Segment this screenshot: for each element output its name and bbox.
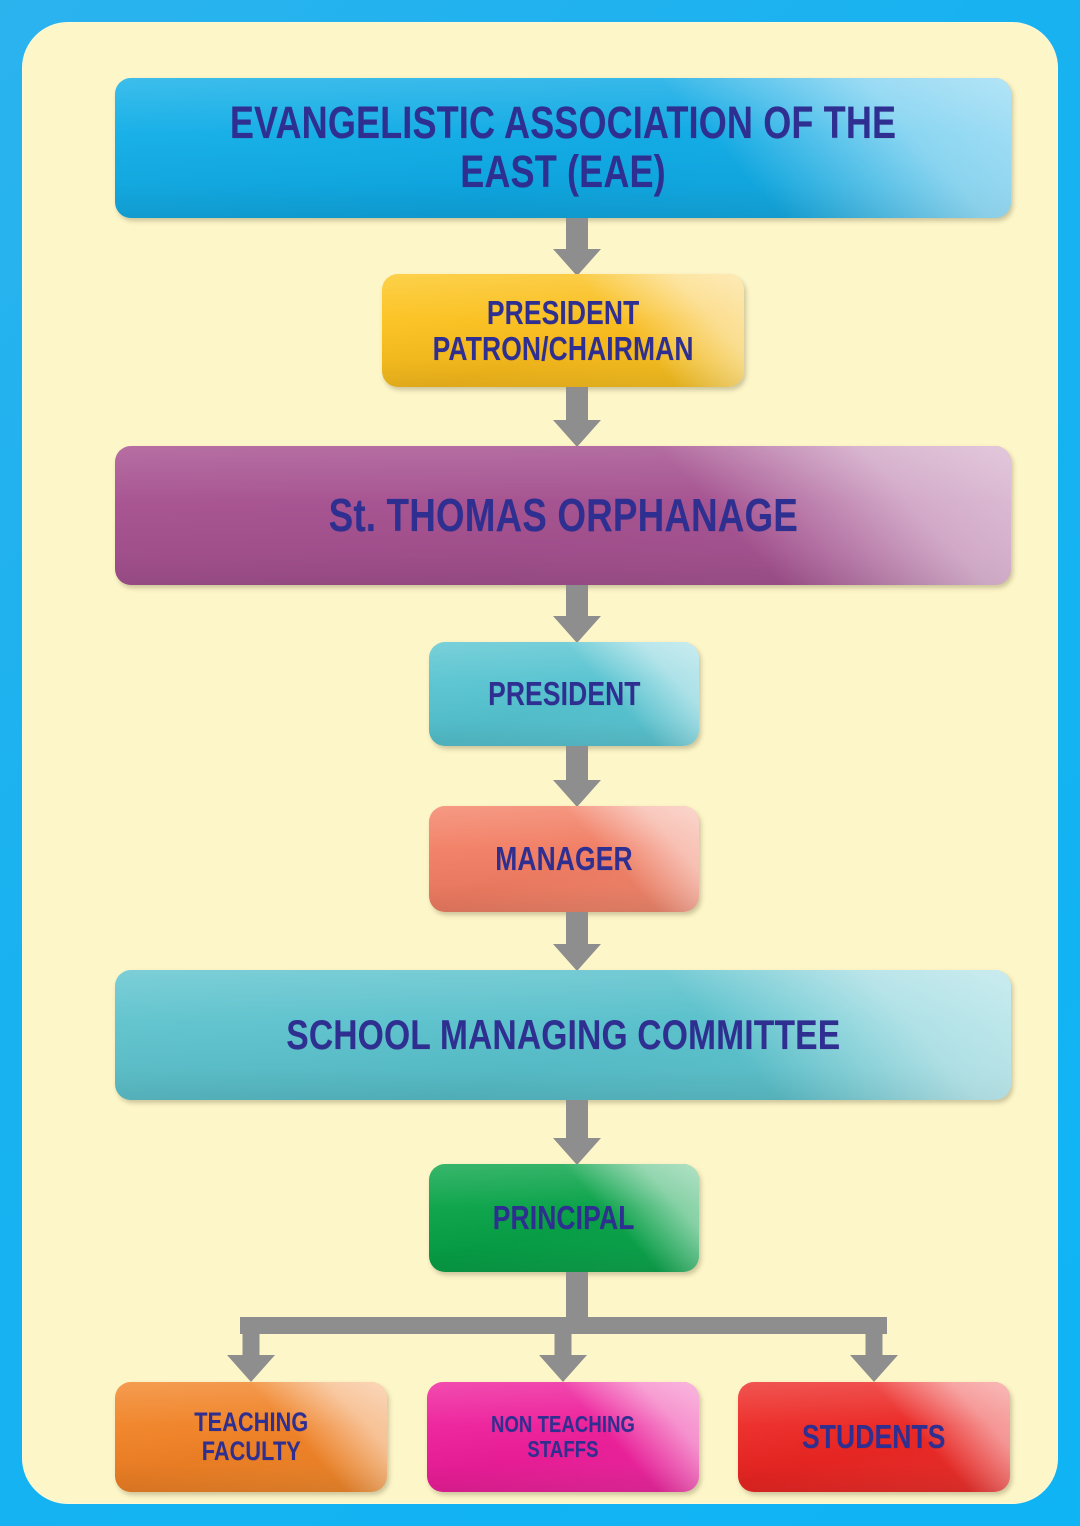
node-label-students: STUDENTS — [802, 1418, 946, 1456]
arrow-head-down-icon — [553, 420, 601, 447]
node-president-patron-chairman[interactable]: PRESIDENT PATRON/CHAIRMAN — [382, 274, 744, 387]
connector-arrow-manager-to-school-managing-committee — [553, 912, 601, 971]
arrow-shaft — [566, 387, 588, 420]
connector-arrow-smc-to-principal — [553, 1100, 601, 1165]
branch-trunk-from-principal — [566, 1272, 588, 1317]
arrow-shaft — [865, 1317, 883, 1355]
connector-arrow-orphanage-to-president — [553, 585, 601, 643]
node-label-manager: MANAGER — [495, 840, 633, 878]
arrow-shaft — [242, 1317, 260, 1355]
chart-page-surface: EVANGELISTIC ASSOCIATION OF THE EAST (EA… — [22, 22, 1058, 1504]
node-evangelistic-association-of-the-east[interactable]: EVANGELISTIC ASSOCIATION OF THE EAST (EA… — [115, 78, 1011, 218]
arrow-shaft — [566, 1100, 588, 1138]
connector-arrow-eae-to-president-patron — [553, 218, 601, 276]
node-st-thomas-orphanage[interactable]: St. THOMAS ORPHANAGE — [115, 446, 1011, 585]
connector-arrow-president-patron-to-orphanage — [553, 387, 601, 447]
arrow-head-down-icon — [553, 249, 601, 276]
arrow-head-down-icon — [850, 1355, 898, 1382]
node-manager[interactable]: MANAGER — [429, 806, 699, 912]
arrow-shaft — [554, 1317, 572, 1355]
arrow-shaft — [566, 218, 588, 249]
node-students[interactable]: STUDENTS — [738, 1382, 1010, 1492]
node-school-managing-committee[interactable]: SCHOOL MANAGING COMMITTEE — [115, 970, 1011, 1100]
node-label-orphanage: St. THOMAS ORPHANAGE — [328, 488, 798, 541]
arrow-shaft — [566, 912, 588, 944]
connector-arrow-principal-to-non-teaching-staffs — [539, 1317, 587, 1382]
arrow-head-down-icon — [553, 616, 601, 643]
connector-arrow-principal-to-teaching-faculty — [227, 1317, 275, 1382]
node-label-eae: EVANGELISTIC ASSOCIATION OF THE EAST (EA… — [229, 97, 897, 197]
node-principal[interactable]: PRINCIPAL — [429, 1164, 699, 1272]
arrow-head-down-icon — [553, 944, 601, 971]
node-teaching-faculty[interactable]: TEACHING FACULTY — [115, 1382, 387, 1492]
arrow-head-down-icon — [553, 780, 601, 807]
node-president[interactable]: PRESIDENT — [429, 642, 699, 746]
arrow-head-down-icon — [539, 1355, 587, 1382]
node-label-teaching-faculty: TEACHING FACULTY — [193, 1406, 309, 1466]
connector-arrow-principal-to-students — [850, 1317, 898, 1382]
node-non-teaching-staffs[interactable]: NON TEACHING STAFFS — [427, 1382, 699, 1492]
node-label-president-patron: PRESIDENT PATRON/CHAIRMAN — [432, 293, 694, 367]
node-label-non-teaching-staffs: NON TEACHING STAFFS — [490, 1411, 635, 1462]
arrow-head-down-icon — [227, 1355, 275, 1382]
node-label-principal: PRINCIPAL — [493, 1199, 635, 1237]
arrow-shaft — [566, 746, 588, 780]
node-label-president: PRESIDENT — [487, 675, 641, 713]
arrow-shaft — [566, 585, 588, 616]
arrow-head-down-icon — [553, 1138, 601, 1165]
connector-arrow-president-to-manager — [553, 746, 601, 807]
node-label-school-managing-committee: SCHOOL MANAGING COMMITTEE — [285, 1011, 841, 1059]
